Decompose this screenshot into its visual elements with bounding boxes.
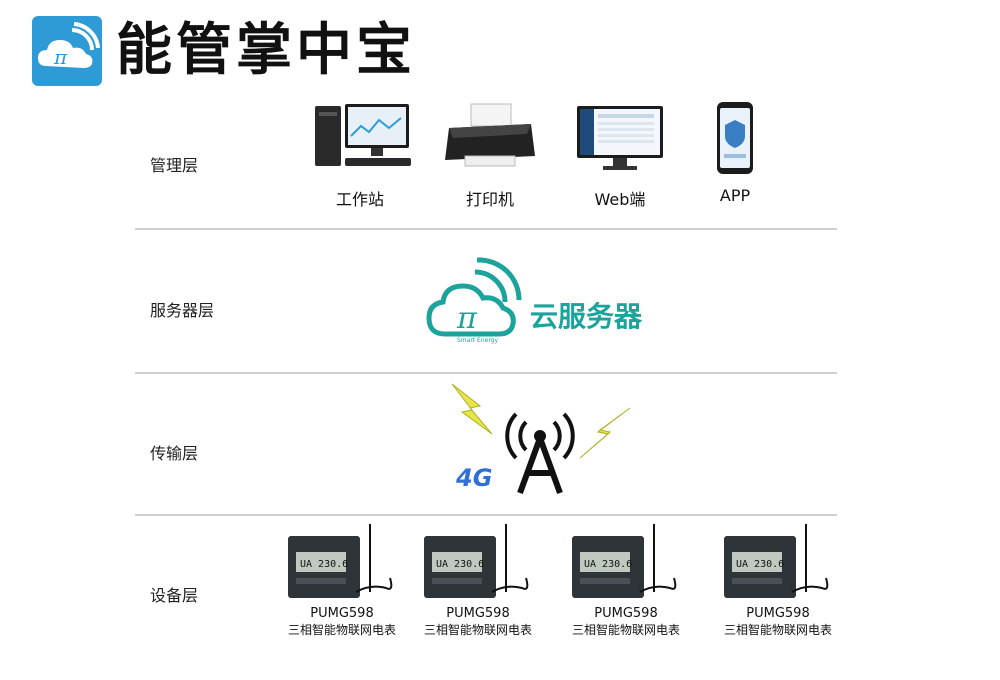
meter-desc: 三相智能物联网电表 xyxy=(423,623,532,637)
svg-text:UA 230.6: UA 230.6 xyxy=(584,559,632,570)
device-web: Web端 xyxy=(565,98,675,210)
svg-text:UA 230.6: UA 230.6 xyxy=(436,559,484,570)
monitor-icon xyxy=(577,106,663,170)
layer-label-transport: 传输层 xyxy=(150,444,199,463)
device-label: APP xyxy=(719,186,751,205)
cloud-logo-caption: Smart Energy xyxy=(457,337,499,344)
device-label: Web端 xyxy=(594,190,646,209)
device-label: 工作站 xyxy=(335,190,384,209)
meter-model: PUMG598 xyxy=(746,606,810,621)
cloud-server-icon: π Smart Energy xyxy=(426,257,522,344)
meter-model: PUMG598 xyxy=(310,606,374,621)
meter-desc: 三相智能物联网电表 xyxy=(723,623,832,637)
phone-icon xyxy=(717,102,753,174)
device-workstation: 工作站 xyxy=(305,98,415,210)
meter-icon: UA 230.6 xyxy=(424,524,529,598)
device-label: 打印机 xyxy=(465,190,514,209)
lightning-right-icon xyxy=(579,407,631,459)
meter-device: UA 230.6 PUMG598 三相智能物联网电表 xyxy=(566,522,686,638)
svg-text:π: π xyxy=(456,301,478,336)
4g-badge: 4G xyxy=(455,464,492,492)
transport-illustration: 4G xyxy=(451,383,631,495)
meter-device: UA 230.6 PUMG598 三相智能物联网电表 xyxy=(418,522,538,638)
meter-device: UA 230.6 PUMG598 三相智能物联网电表 xyxy=(718,522,838,638)
antenna-tower-icon xyxy=(505,412,575,495)
lightning-left-icon xyxy=(451,383,493,435)
svg-text:π: π xyxy=(53,45,68,69)
meter-model: PUMG598 xyxy=(594,606,658,621)
meter-desc: 三相智能物联网电表 xyxy=(571,623,680,637)
layer-label-server: 服务器层 xyxy=(150,301,215,320)
layer-label-device: 设备层 xyxy=(150,586,199,605)
meter-device: UA 230.6 PUMG598 三相智能物联网电表 xyxy=(282,522,402,638)
layer-divider xyxy=(135,372,837,374)
app-logo: π xyxy=(32,16,102,86)
meter-icon: UA 230.6 xyxy=(724,524,829,598)
header: π 能管掌中宝 xyxy=(32,15,416,87)
meter-desc: 三相智能物联网电表 xyxy=(287,623,396,637)
pi-cloud-icon: π xyxy=(38,22,100,69)
svg-text:UA 230.6: UA 230.6 xyxy=(736,559,784,570)
workstation-icon xyxy=(315,104,411,166)
meter-icon: UA 230.6 xyxy=(288,524,393,598)
brand-title: 能管掌中宝 xyxy=(116,18,416,83)
cloud-server-label: 云服务器 xyxy=(530,300,643,333)
layer-divider xyxy=(135,228,837,230)
layer-label-management: 管理层 xyxy=(150,156,199,175)
meter-model: PUMG598 xyxy=(446,606,510,621)
layer-divider xyxy=(135,514,837,516)
device-app: APP xyxy=(690,98,780,205)
meter-icon: UA 230.6 xyxy=(572,524,677,598)
printer-icon xyxy=(445,103,535,167)
svg-text:UA 230.6: UA 230.6 xyxy=(300,559,348,570)
device-printer: 打印机 xyxy=(435,98,545,210)
